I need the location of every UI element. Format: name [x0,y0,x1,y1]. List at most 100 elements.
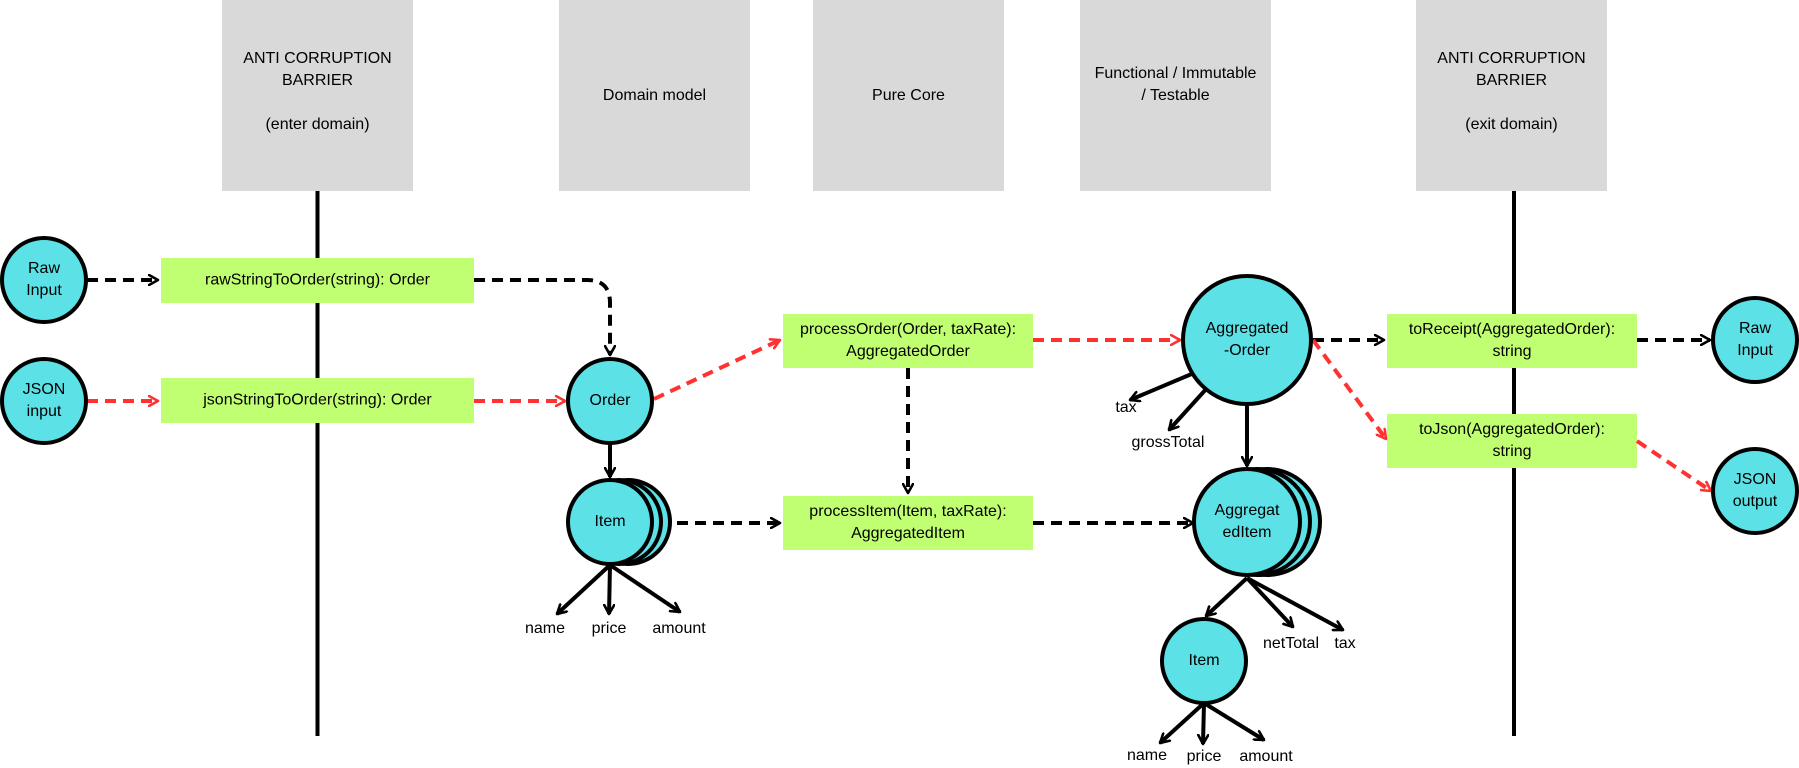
text-line: Item [594,513,625,530]
text-line: Order [590,392,632,409]
label-to-receipt: toReceipt(AggregatedOrder):string [1409,321,1615,360]
arrow-agg-order-to-tax [1130,371,1195,400]
text-line: (enter domain) [265,116,369,133]
text-line: JSON [23,381,66,398]
label-aggregated-order: Aggregated -Order [1206,320,1289,359]
text-line: string [1492,343,1531,360]
arrow-agg-order-to-gross-total [1167,385,1210,432]
text-line: Functional / Immutable [1095,65,1257,82]
label-item: Item [594,513,625,530]
arrow-inner-item-to-name [1158,701,1206,745]
label-order: Order [590,392,632,409]
text-line [1509,94,1513,111]
label-process-order: processOrder(Order, taxRate): AggregatedO… [800,321,1016,360]
field-item-amount: amount [652,620,706,637]
node-aggregated-item [1192,467,1302,577]
flow-arrows [87,280,1711,523]
text-line: BARRIER [1476,72,1547,89]
text-line: Pure Core [872,87,945,104]
arrow-inner-item-to-amount [1202,701,1264,742]
field-agg-item-tax: tax [1334,635,1355,652]
text-line: AggregatedOrder [846,343,970,360]
fn-json-string-to-order [161,378,474,423]
label-json-output: JSON output [1733,471,1778,510]
function-boxes [161,258,1637,550]
text-line: -Order [1224,342,1271,359]
text-line [315,94,319,111]
header-domain-model [559,0,750,191]
arrow-item-to-price [609,564,610,614]
arrow-agg-item-to-net-total [1245,576,1295,629]
field-agg-inner-name: name [1127,747,1167,764]
text-line: Input [1737,342,1773,359]
header-pure-core [813,0,1004,191]
arrow-agg-item-to-tax [1246,576,1343,632]
text-line: Domain model [603,87,706,104]
column-headers: ANTI CORRUPTION BARRIER (enter domain) Do… [222,0,1607,191]
text-line: input [27,403,62,420]
text-line: output [1733,493,1778,510]
text-line: rawStringToOrder(string): Order [205,272,431,289]
text-line: / Testable [1141,87,1209,104]
header-pure-core-text: Pure Core [872,87,945,104]
field-agg-item-net-total: netTotal [1263,635,1319,652]
text-line: Aggregated [1206,320,1289,337]
header-functional [1080,0,1271,191]
field-order-gross-total: grossTotal [1132,434,1205,451]
label-json-input: JSON input [23,381,66,420]
field-item-price: price [592,620,627,637]
text-line: jsonStringToOrder(string): Order [202,392,432,409]
node-raw-input-left [0,236,88,324]
node-aggregated-order [1181,274,1313,406]
arrow-inner-item-to-price [1203,702,1204,744]
text-line: Raw [28,260,60,277]
node-json-input [0,357,88,445]
header-domain-model-text: Domain model [603,87,706,104]
label-process-item: processItem(Item, taxRate):AggregatedIte… [809,503,1006,542]
node-agg-inner-item [1160,617,1248,705]
entity-nodes [0,236,1799,705]
arrow-order-to-process-order [653,340,780,401]
composition-arrows [555,371,1343,745]
node-item [566,478,654,566]
text-line: string [1492,443,1531,460]
text-line: toJson(AggregatedOrder): [1419,421,1605,438]
header-acb-enter-text: ANTI CORRUPTION BARRIER (enter domain) [243,50,391,133]
field-labels: name price amount tax grossTotal netTota… [525,399,1356,765]
text-line: ANTI CORRUPTION [243,50,391,67]
fn-raw-string-to-order [161,258,474,303]
text-line: ANTI CORRUPTION [1437,50,1585,67]
field-agg-inner-amount: amount [1239,748,1293,765]
header-acb-exit-text: ANTI CORRUPTION BARRIER (exit domain) [1437,50,1585,133]
text-line: processOrder(Order, taxRate): [800,321,1016,338]
text-line: (exit domain) [1465,116,1557,133]
arrow-raw-fn-to-order [474,278,610,355]
fn-process-item [783,496,1033,550]
text-line: AggregatedItem [851,525,965,542]
text-line: Aggregat [1215,502,1280,519]
arrow-item-to-amount [608,563,680,614]
function-labels: rawStringToOrder(string): Order jsonStri… [202,272,1615,543]
arrow-agg-order-to-json [1311,338,1388,439]
text-line: JSON [1734,471,1777,488]
text-line: edItem [1223,524,1272,541]
node-raw-input-right [1711,296,1799,384]
text-line: BARRIER [282,72,353,89]
header-acb-enter [222,0,413,191]
node-order [566,357,654,445]
fn-to-json [1387,414,1637,468]
fn-process-order [783,314,1033,368]
label-raw-string-to-order: rawStringToOrder(string): Order [205,272,431,289]
header-acb-exit [1416,0,1607,191]
field-order-tax: tax [1115,399,1136,416]
arrow-json-fn-to-json-output [1635,439,1711,493]
label-agg-inner-item: Item [1188,652,1219,669]
fn-to-receipt [1387,314,1637,368]
field-item-name: name [525,620,565,637]
arrow-item-to-name [555,563,612,616]
field-agg-inner-price: price [1187,748,1222,765]
